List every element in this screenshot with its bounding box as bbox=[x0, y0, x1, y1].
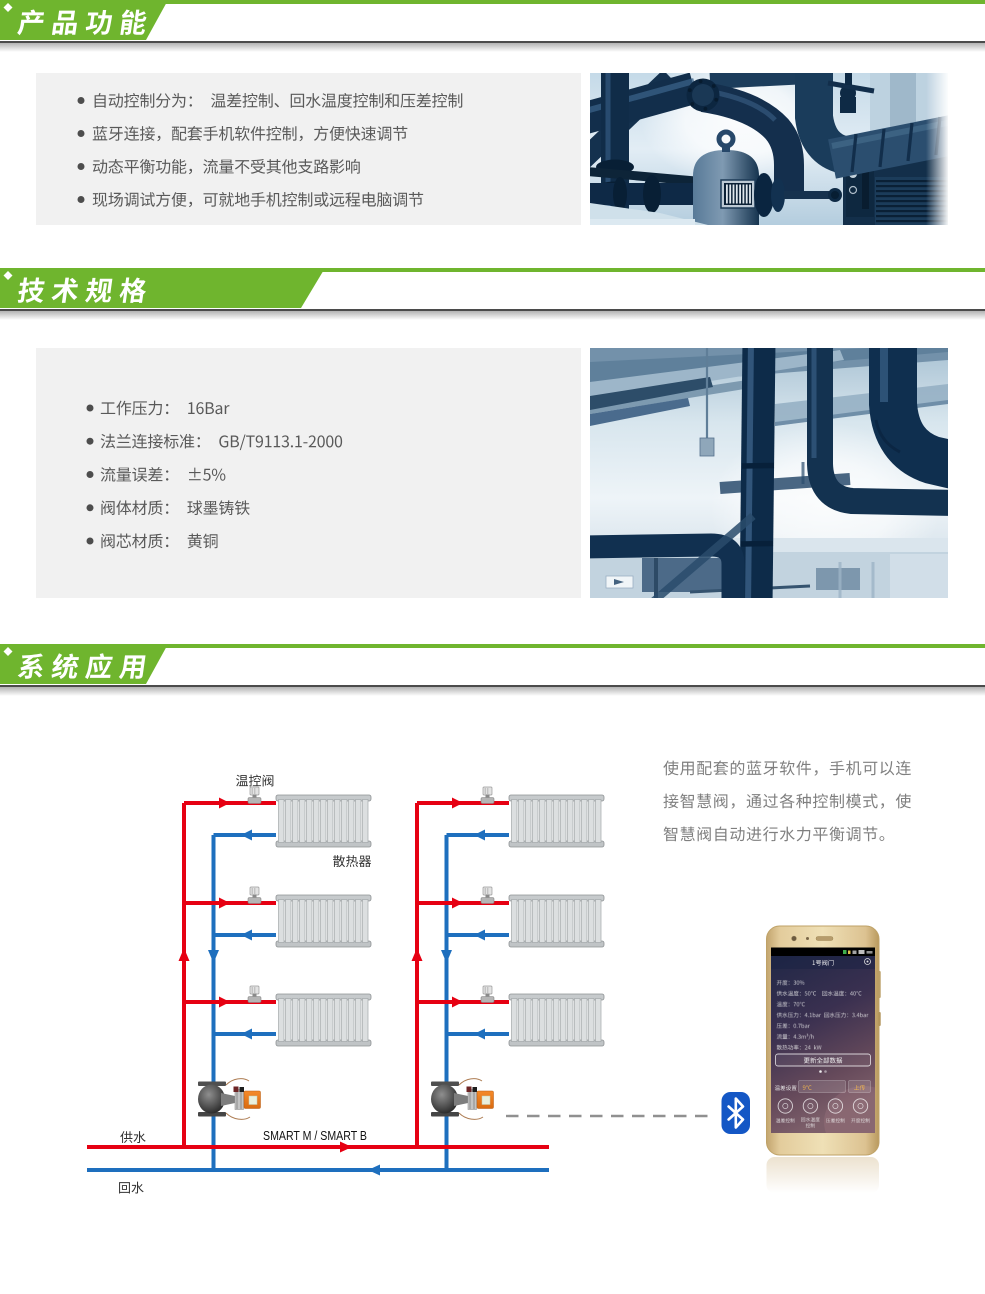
svg-text:SMART M / SMART B: SMART M / SMART B bbox=[263, 1128, 367, 1143]
